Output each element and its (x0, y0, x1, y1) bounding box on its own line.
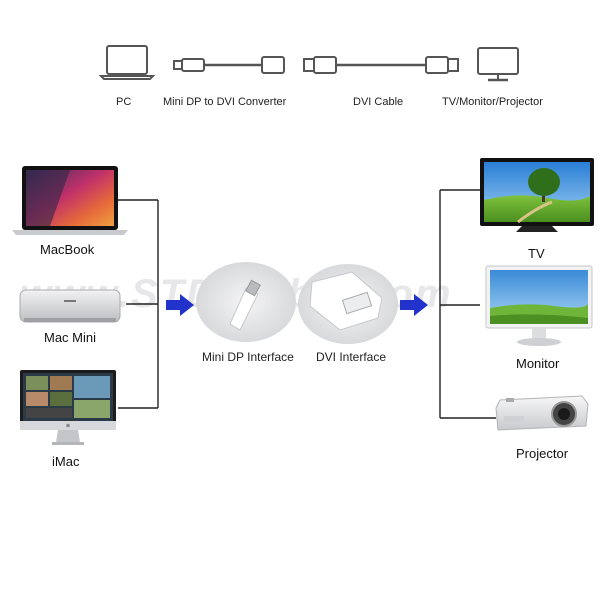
arrow-right-icon (400, 294, 428, 316)
dvi-label: DVI Interface (316, 350, 387, 364)
macbook-device: MacBook (10, 165, 130, 257)
converter-label: Mini DP to DVI Converter (163, 96, 287, 108)
tv-label: TV (528, 246, 545, 261)
tv-icon (480, 158, 594, 232)
dvi-cable-icon (303, 56, 459, 74)
tv-device: TV (478, 156, 598, 266)
macbook-icon (12, 166, 128, 235)
projector-icon (495, 395, 589, 431)
monitor-device: Monitor (484, 264, 600, 374)
projector-label: Projector (516, 446, 569, 461)
pc-label: PC (116, 96, 132, 108)
monitor-label: Monitor (516, 356, 560, 371)
cable-label: DVI Cable (353, 96, 404, 108)
dvi-connector-icon (298, 264, 398, 344)
top-row: PC Mini DP to DVI Converter DVI Cable TV… (0, 0, 600, 120)
projector-device: Projector (494, 390, 598, 470)
monitor-icon (485, 265, 593, 346)
dvi-interface: DVI Interface (298, 262, 398, 372)
display-label: TV/Monitor/Projector (442, 96, 543, 108)
laptop-outline-icon (98, 45, 156, 80)
mac-mini-icon (19, 289, 121, 323)
converter-cable-icon (173, 56, 285, 74)
mini-dp-interface: Mini DP Interface (196, 260, 296, 370)
macbook-label: MacBook (40, 242, 95, 257)
imac-device: iMac (18, 368, 128, 473)
mac-mini-label: Mac Mini (44, 330, 97, 345)
mini-dp-connector-icon (196, 262, 296, 342)
imac-icon (20, 370, 116, 445)
imac-label: iMac (52, 454, 80, 469)
mac-mini-device: Mac Mini (18, 288, 128, 358)
mini-dp-label: Mini DP Interface (202, 350, 294, 364)
arrow-right-icon (166, 294, 194, 316)
monitor-outline-icon (477, 47, 519, 82)
